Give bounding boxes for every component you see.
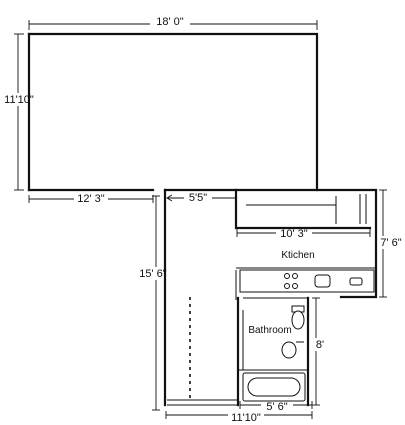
label-corridor-gap: 5'5" <box>189 192 207 204</box>
label-bathroom-width: 5' 6" <box>266 401 287 413</box>
dimension-top-width: 18' 0" <box>28 15 318 30</box>
label-living-height: 11'10" <box>4 94 34 106</box>
label-corridor-length: 15' 6" <box>139 268 167 280</box>
dimension-bottom-width: 11'10" <box>165 411 313 424</box>
label-kitchen-width: 10' 3" <box>280 228 308 240</box>
label-bottom-width: 11'10" <box>231 412 261 424</box>
sink-icon <box>314 274 331 288</box>
label-bathroom-height: 8' <box>316 339 324 351</box>
room-label-bathroom: Bathroom <box>248 325 291 336</box>
dimension-kitchen-height: 7' 6" <box>377 189 405 298</box>
kitchen-counter <box>239 269 375 293</box>
dimension-living-bottom: 12' 3" <box>28 192 154 205</box>
dimension-corridor-length: 15' 6" <box>136 195 170 411</box>
counter <box>239 269 375 293</box>
label-living-bottom: 12' 3" <box>77 193 105 205</box>
dimension-corridor-gap: 5'5" <box>166 191 236 204</box>
dimension-bathroom-height: 8' <box>312 297 328 406</box>
sink-basin-icon <box>349 277 363 286</box>
vanity-icon <box>281 341 304 359</box>
label-kitchen-height: 7' 6" <box>380 237 401 249</box>
stove-icon <box>284 273 298 289</box>
dimension-bathroom-width: 5' 6" <box>239 400 313 413</box>
living-area-walls <box>27 32 319 192</box>
room-label-kitchen: Ktichen <box>281 250 314 261</box>
bathroom-walls <box>236 296 310 407</box>
kitchen-walls <box>234 188 378 300</box>
corridor-walls <box>163 188 238 407</box>
bathroom-fixtures <box>242 305 306 402</box>
dimension-kitchen-width: 10' 3" <box>236 226 371 240</box>
toilet-icon <box>291 305 305 330</box>
dimension-left-height: 11'10" <box>2 33 36 191</box>
bathtub-icon <box>242 372 306 402</box>
label-overall-width: 18' 0" <box>156 16 184 28</box>
